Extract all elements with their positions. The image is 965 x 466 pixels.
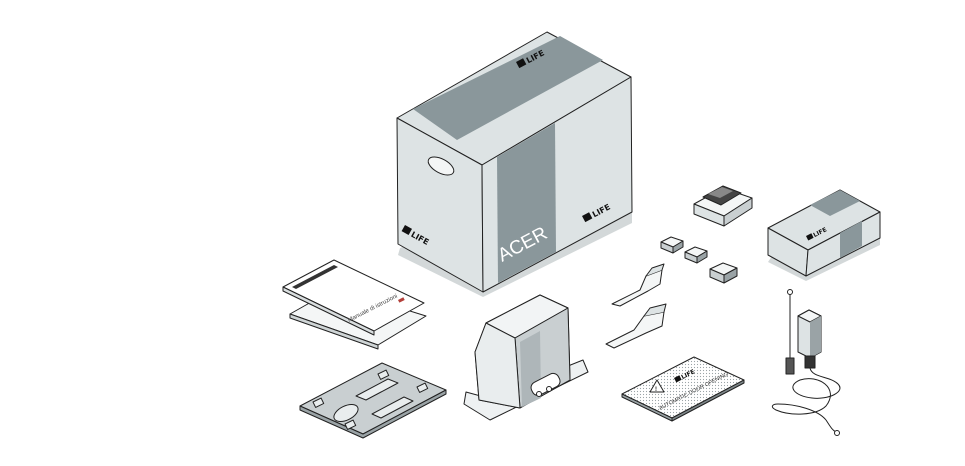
warning-sign: ! LIFE AUTOMATIC DOOR OPENING — [621, 356, 745, 422]
gate-motor — [463, 294, 589, 421]
accessory-box: LIFE — [767, 189, 881, 281]
receiver-blocks — [660, 236, 738, 284]
mounting-plate — [299, 362, 447, 439]
limit-switch-brackets — [605, 263, 667, 349]
svg-text:!: ! — [655, 387, 657, 393]
antenna — [771, 289, 841, 436]
instruction-manuals: Manuale di istruzioni — [282, 259, 427, 350]
shipping-box: ACER LIFE LIFE LIFE — [396, 31, 633, 297]
warning-triangle-icon — [649, 379, 665, 393]
remote-control — [693, 185, 753, 227]
